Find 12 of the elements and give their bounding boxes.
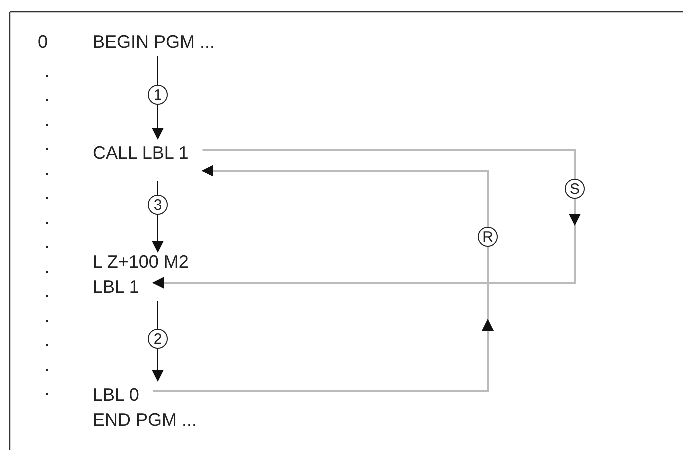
code-line: BEGIN PGM ... bbox=[93, 32, 216, 52]
code-line: LBL 1 bbox=[93, 277, 140, 297]
edge-label: R bbox=[478, 227, 498, 247]
code-line: L Z+100 M2 bbox=[93, 252, 189, 272]
edge-label: 2 bbox=[148, 329, 168, 349]
line-number: 0 bbox=[38, 32, 48, 52]
edge-label: 1 bbox=[148, 85, 168, 105]
code-line: END PGM ... bbox=[93, 410, 198, 430]
code-line: CALL LBL 1 bbox=[93, 143, 189, 163]
edge-label: S bbox=[565, 179, 585, 199]
edge-label: 3 bbox=[148, 195, 168, 215]
code-line: LBL 0 bbox=[93, 385, 140, 405]
